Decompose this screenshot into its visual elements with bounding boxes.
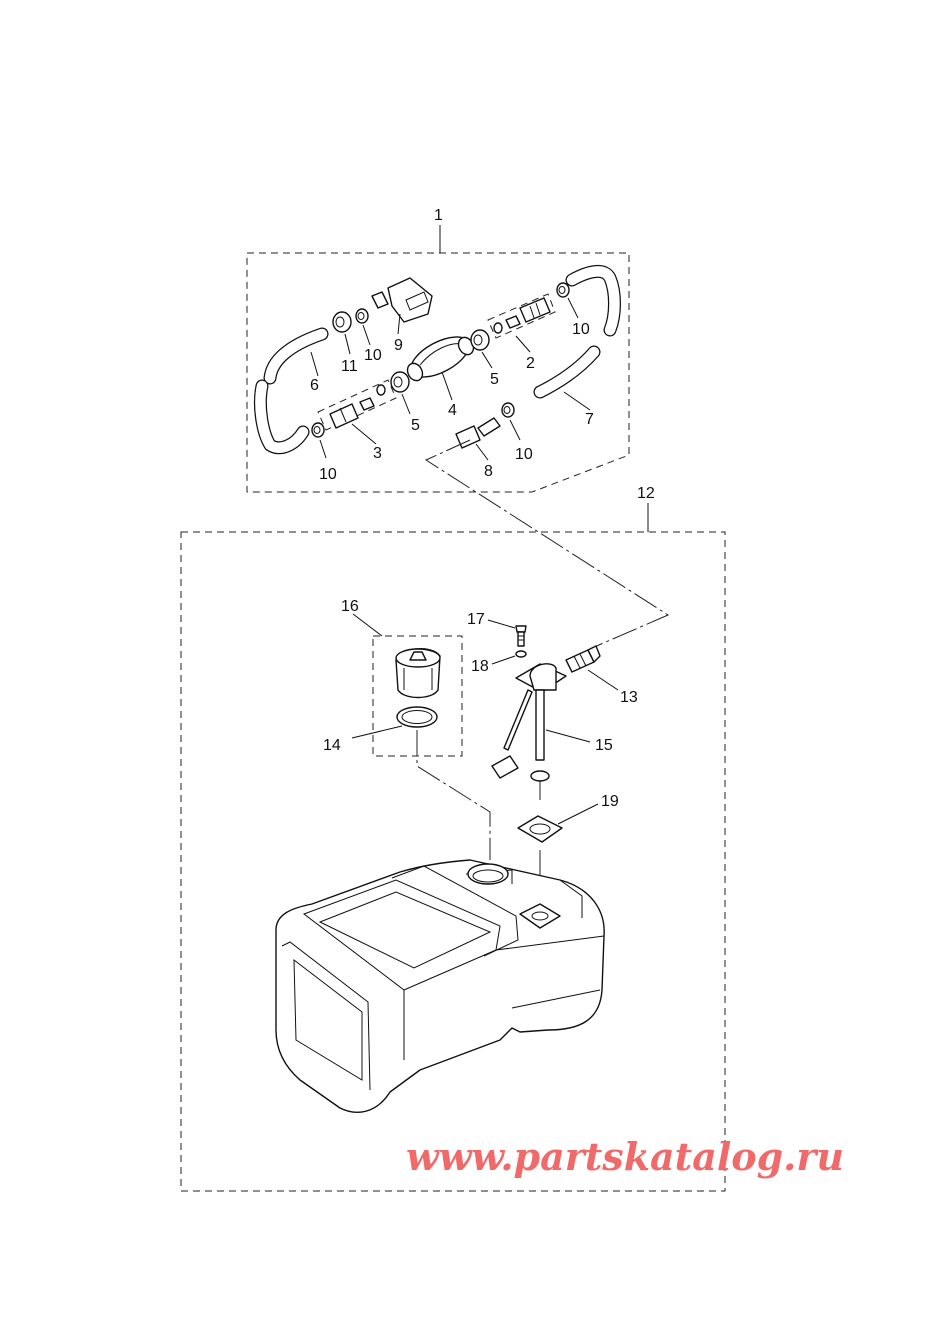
connector-2-group [487, 293, 556, 339]
connector-3-group [317, 379, 397, 431]
clip-11 [332, 311, 352, 333]
connector-9 [371, 277, 433, 323]
clamp-10-upper-right [556, 282, 570, 298]
fuel-cap-16 [395, 648, 441, 699]
callout-5-right: 5 [490, 371, 499, 388]
callout-18: 18 [471, 658, 489, 675]
fuel-line-assembly-boundary [246, 252, 630, 493]
callout-4: 4 [448, 402, 457, 419]
callout-14: 14 [323, 737, 341, 754]
fuel-tank-body [275, 859, 605, 1113]
callout-10-lower-right: 10 [515, 446, 533, 463]
connector-13 [565, 645, 601, 673]
callout-9: 9 [394, 337, 403, 354]
fuel-line-assembly-group [246, 225, 670, 649]
callout-11: 11 [341, 358, 358, 375]
callout-7: 7 [585, 411, 594, 428]
callout-6: 6 [310, 377, 319, 394]
fuel-gauge-unit-15 [491, 663, 567, 782]
primer-bulb-4 [406, 336, 475, 382]
fuel-tank-assembly-boundary [180, 531, 726, 1192]
callout-19: 19 [601, 793, 619, 810]
fuel-tank-assembly-group [180, 503, 726, 1192]
callout-8: 8 [484, 463, 493, 480]
gasket-19 [517, 815, 563, 843]
connector-8 [455, 417, 501, 449]
o-ring-14 [396, 706, 438, 728]
clamp-10-upper-left [355, 308, 369, 324]
callout-2: 2 [526, 355, 535, 372]
callout-5-left: 5 [411, 417, 420, 434]
fuel-cap-group-boundary [372, 635, 463, 757]
screw-17 [515, 625, 527, 647]
callout-1: 1 [434, 207, 443, 224]
callout-12: 12 [637, 485, 655, 502]
clamp-10-lower-right [501, 402, 515, 418]
callout-16: 16 [341, 598, 359, 615]
watermark-text: www.partskatalog.ru [406, 1134, 844, 1179]
callout-15: 15 [595, 737, 613, 754]
callout-10-lower-left: 10 [319, 466, 337, 483]
sleeve-5-left [390, 371, 410, 393]
callout-10-upper-left: 10 [364, 347, 382, 364]
callout-13: 13 [620, 689, 638, 706]
callout-3: 3 [373, 445, 382, 462]
washer-18 [515, 650, 527, 658]
callout-17: 17 [467, 611, 485, 628]
callout-10-upper-right: 10 [572, 321, 590, 338]
callout-labels: 1 2 3 4 5 5 6 7 8 9 10 10 10 10 11 12 13… [310, 207, 655, 810]
clamp-10-lower-left [311, 422, 325, 438]
sleeve-5-right [470, 329, 490, 351]
